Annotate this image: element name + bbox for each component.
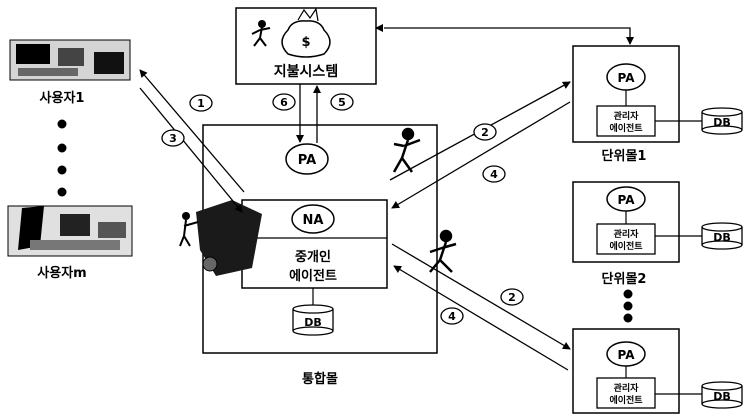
- flow-4-bottom-arrow: [393, 265, 569, 371]
- user-m-label: 사용자m: [37, 265, 86, 281]
- step-number: 4: [448, 310, 456, 323]
- unit-mall-2: PA 관리자 에이전트 DB 단위몰2: [572, 181, 743, 287]
- broker-label-line2: 에이전트: [289, 268, 337, 284]
- step-number: 4: [490, 168, 498, 181]
- user-1: 사용자1: [9, 39, 131, 106]
- step-number: 6: [280, 96, 288, 109]
- mall-ellipsis: [623, 289, 633, 323]
- step-number: 5: [338, 96, 346, 109]
- unit-mall-1-db-label: DB: [713, 116, 731, 129]
- unit-mall-1-db-icon: [701, 107, 743, 135]
- step-badge-4-bottom: 4: [440, 307, 464, 325]
- unit-mall-n-db-icon: [701, 381, 743, 409]
- ellipsis-dot: [623, 289, 633, 299]
- runner-figure-icon: [429, 229, 457, 273]
- money-bag-symbol: $: [301, 35, 310, 50]
- hub-pa-node: [285, 143, 329, 175]
- unit-mall-n-manager-agent: [596, 377, 656, 409]
- unit-mall-2-manager-agent: [596, 223, 656, 255]
- user-m: 사용자m: [7, 205, 133, 281]
- computer-user-icon: [9, 39, 131, 81]
- step-badges: 1 3 6 5 2 4 2 4: [161, 93, 524, 325]
- manager-agent-line1: 관리자: [614, 382, 640, 394]
- ellipsis-dot: [57, 119, 67, 129]
- computer-user-icon: [7, 205, 133, 257]
- money-bag-icon: $: [281, 7, 331, 58]
- broker-label-line1: 중개인: [295, 249, 331, 265]
- na-label: NA: [303, 213, 324, 228]
- step-number: 2: [508, 291, 516, 304]
- ellipsis-dot: [623, 313, 633, 323]
- unit-mall-n-db-label: DB: [713, 390, 731, 403]
- ellipsis-dot: [57, 143, 67, 153]
- user-ellipsis: [57, 119, 67, 197]
- step-badge-5: 5: [330, 93, 354, 111]
- agent-figure-icon: [179, 200, 262, 276]
- manager-agent-line1: 관리자: [614, 110, 640, 122]
- flow-1-arrow: [139, 69, 245, 193]
- user-1-label: 사용자1: [40, 90, 85, 106]
- ellipsis-dot: [57, 165, 67, 175]
- payment-system-label: 지불시스템: [274, 63, 338, 80]
- step-badge-2-top: 2: [473, 123, 497, 141]
- na-node: [291, 204, 335, 234]
- step-badge-4-top: 4: [482, 165, 506, 183]
- hub-db-label: DB: [304, 316, 322, 329]
- step-number: 3: [169, 132, 177, 145]
- flow-2-bottom-arrow: [391, 243, 571, 350]
- manager-agent-line2: 에이전트: [609, 122, 643, 134]
- step-number: 1: [197, 97, 205, 110]
- unit-mall-2-db-label: DB: [713, 231, 731, 244]
- integrated-mall-label: 통합몰: [302, 371, 338, 387]
- unit-mall-1: PA 관리자 에이전트 DB 단위몰1: [572, 45, 743, 164]
- payment-system: $ 지불시스템: [235, 7, 377, 85]
- hub-db-icon: [292, 304, 334, 336]
- unit-mall-2-pa-label: PA: [618, 193, 636, 207]
- step-badge-2-bottom: 2: [500, 288, 524, 306]
- manager-agent-line2: 에이전트: [609, 240, 643, 252]
- unit-mall-1-label: 단위몰1: [602, 148, 647, 164]
- unit-mall-2-db-icon: [701, 222, 743, 250]
- flow-3-arrow: [139, 87, 243, 213]
- unit-mall-n-pa-label: PA: [618, 348, 636, 362]
- manager-agent-line1: 관리자: [614, 228, 640, 240]
- thief-figure-icon: [251, 20, 271, 47]
- step-badge-6: 6: [272, 93, 296, 111]
- unit-mall-1-pa-label: PA: [618, 71, 636, 85]
- manager-agent-line2: 에이전트: [609, 394, 643, 406]
- unit-mall-n: PA 관리자 에이전트 DB: [572, 328, 743, 414]
- ellipsis-dot: [623, 301, 633, 311]
- step-number: 2: [481, 126, 489, 139]
- unit-mall-2-label: 단위몰2: [602, 271, 647, 287]
- ellipsis-dot: [57, 187, 67, 197]
- step-badge-1: 1: [189, 94, 213, 112]
- payment-to-mall1-arrow: [384, 27, 634, 45]
- hub-pa-label: PA: [298, 153, 316, 168]
- flow-4-top-arrow: [391, 101, 571, 209]
- step-badge-3: 3: [161, 129, 185, 147]
- runner-figure-icon: [392, 127, 421, 173]
- unit-mall-1-manager-agent: [596, 105, 656, 137]
